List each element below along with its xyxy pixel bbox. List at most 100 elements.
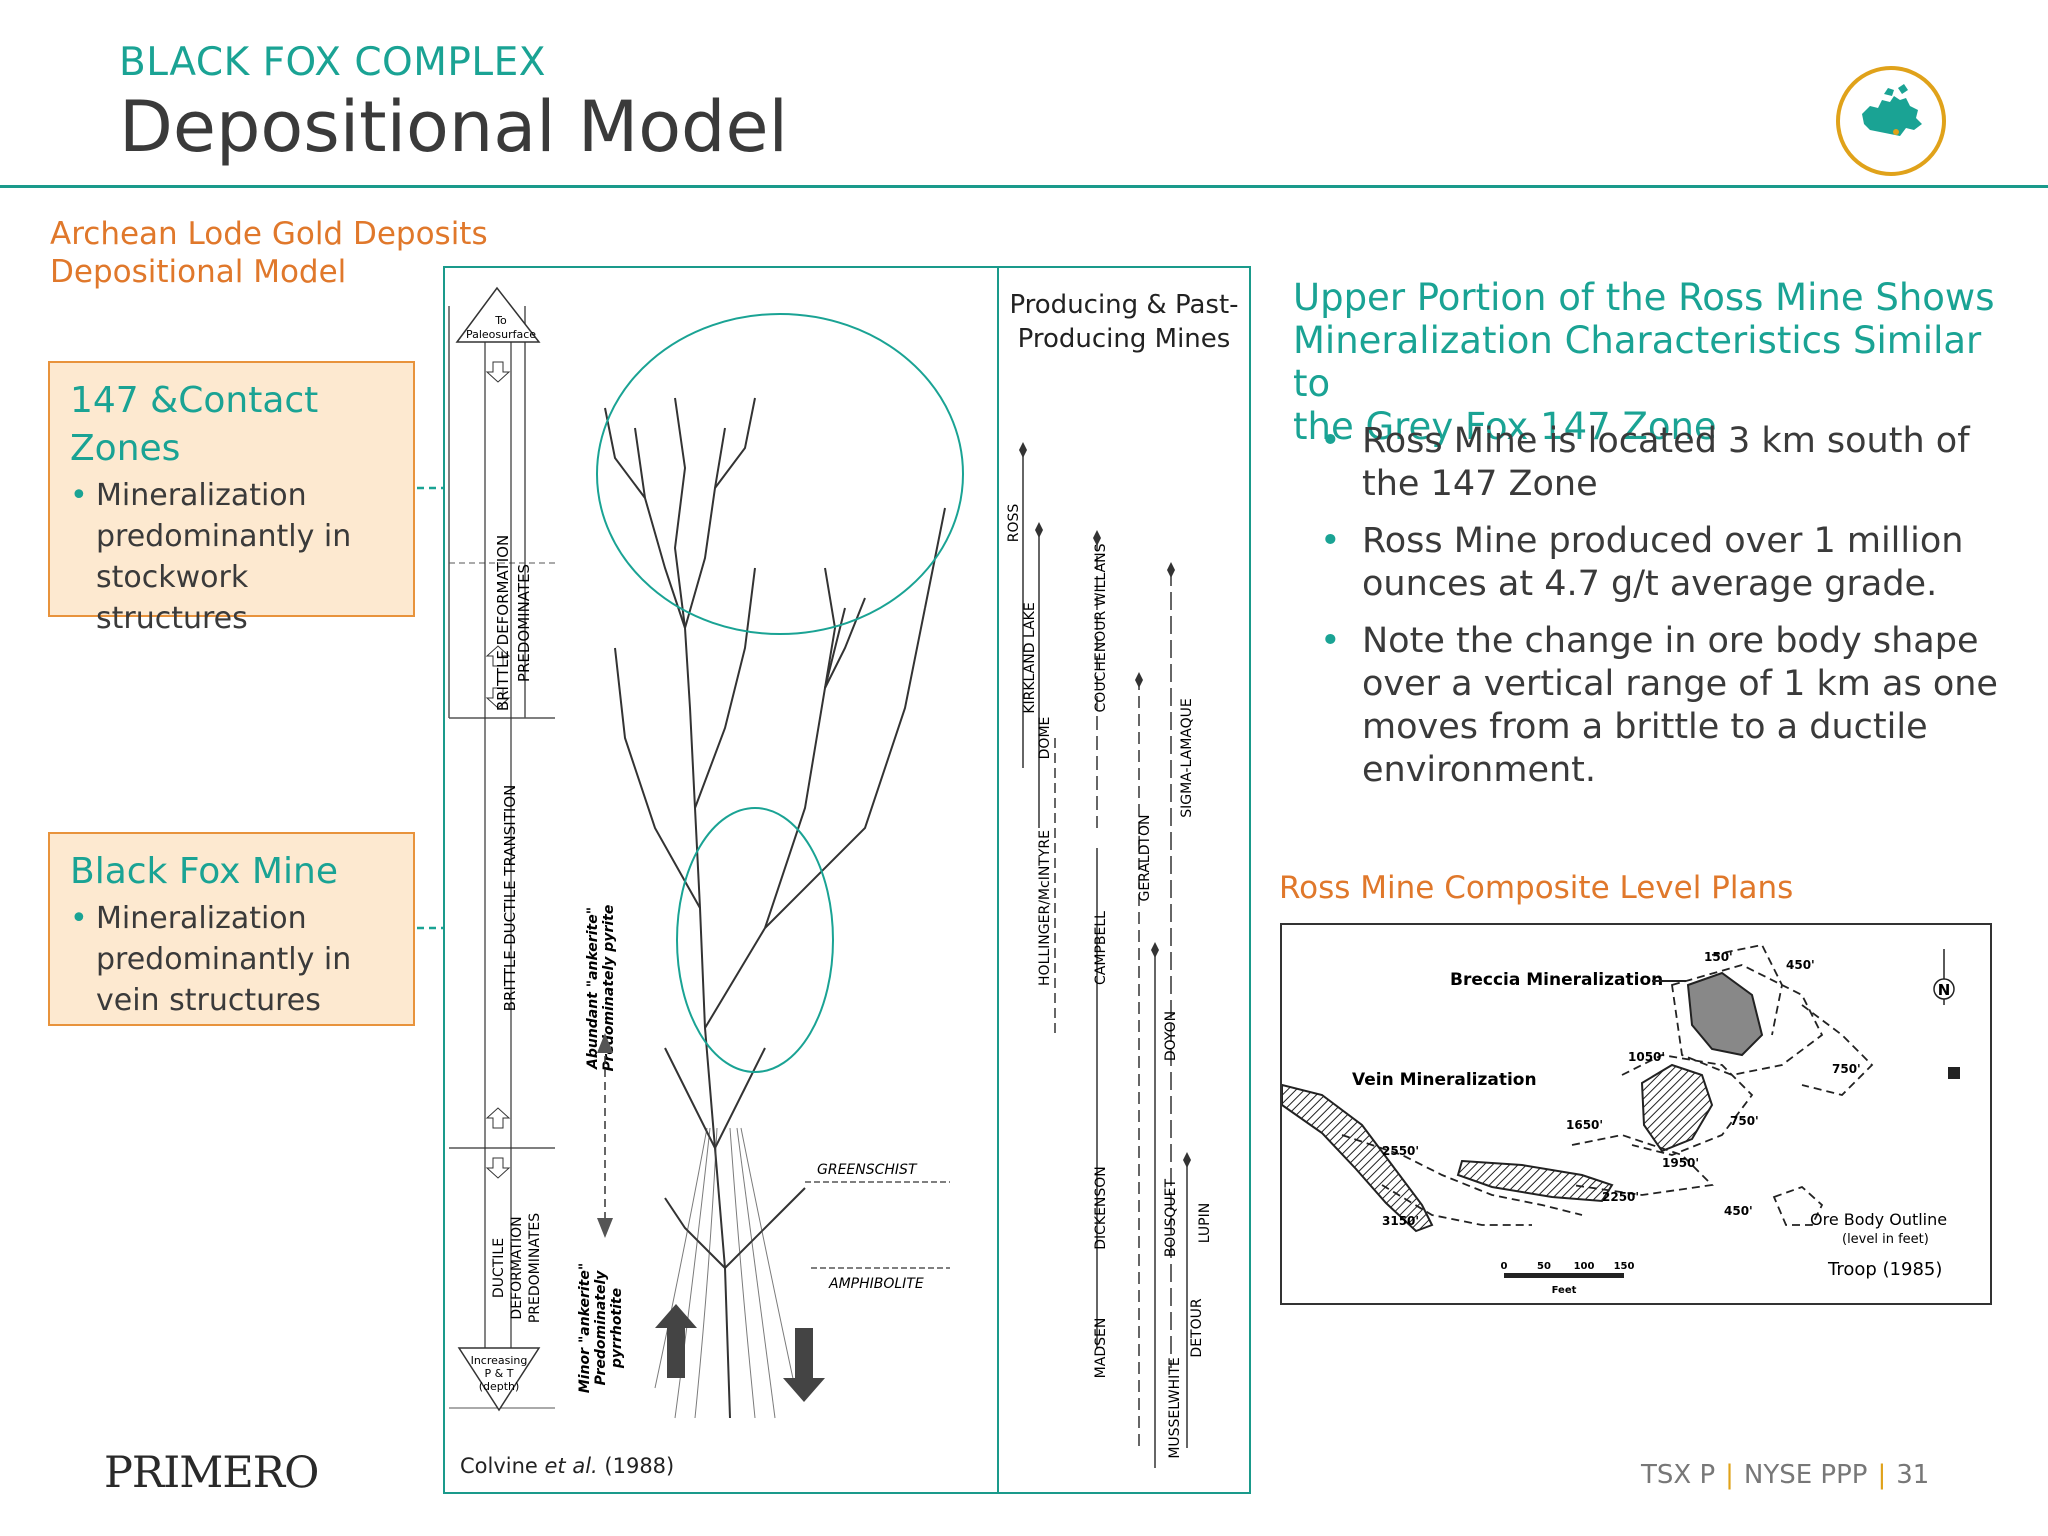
amphibolite-label: AMPHIBOLITE	[828, 1276, 924, 1292]
credit-suffix: (1988)	[597, 1454, 675, 1478]
bottom-arrow-label: Increasing	[471, 1354, 528, 1367]
ankerite-lower-label: pyrrhotite	[609, 1288, 625, 1369]
mines-title-line: Producing Mines	[1017, 324, 1231, 354]
mine-label: MUSSELWHITE	[1167, 1357, 1183, 1458]
ore-outline-label: Ore Body Outline	[1810, 1210, 1947, 1229]
bullet-line: Note the change in ore body shape	[1362, 621, 1979, 661]
callout-147-zones: 147 &Contact Zones Mineralization predom…	[48, 361, 415, 636]
left-heading-line: Depositional Model	[50, 254, 347, 290]
level-label: 750'	[1832, 1062, 1861, 1076]
zone-brittle-label: PREDOMINATES	[515, 564, 533, 682]
level-label: 450'	[1786, 958, 1815, 972]
mine-label: HOLLINGER/McINTYRE	[1037, 830, 1053, 986]
map-heading: Ross Mine Composite Level Plans	[1279, 870, 1794, 906]
canada-map-icon	[1836, 66, 1946, 176]
zone-brittle-label: BRITTLE DEFORMATION	[494, 535, 512, 711]
level-label: 1050'	[1628, 1050, 1665, 1064]
ross-mine-bullets: Ross Mine is located 3 km south of the 1…	[1320, 420, 2020, 806]
zone-ductile-label: DUCTILE	[491, 1238, 507, 1298]
bottom-arrow-label: P & T	[485, 1367, 514, 1380]
breccia-label: Breccia Mineralization	[1450, 970, 1663, 990]
level-label: 2250'	[1602, 1190, 1639, 1204]
ankerite-upper-label: Predominately pyrite	[601, 905, 617, 1072]
level-label: 750'	[1730, 1114, 1759, 1128]
nyse-ticker: NYSE PPP	[1743, 1460, 1868, 1490]
mine-label: CAMPBELL	[1093, 911, 1109, 985]
depositional-model-figure	[443, 266, 999, 1494]
header-divider	[0, 185, 2048, 188]
mines-panel	[997, 266, 1251, 1494]
ross-mine-level-plans	[1280, 923, 1992, 1305]
callout-bullet-line: Mineralization	[96, 478, 307, 513]
page-number: 31	[1896, 1460, 1930, 1490]
bullet-line: Ross Mine produced over 1 million	[1362, 521, 1964, 561]
scale-unit: Feet	[1552, 1285, 1577, 1296]
right-heading-line: Upper Portion of the Ross Mine Shows	[1293, 276, 1995, 319]
ankerite-upper-label: Abundant "ankerite"	[585, 907, 601, 1070]
figure-credit: Colvine et al. (1988)	[460, 1454, 674, 1478]
mines-depth-ranges: ROSS KIRKLAND LAKE DOME HOLLINGER/McINTY…	[1006, 442, 1213, 1468]
primero-logo: PRIMERO	[104, 1448, 319, 1498]
credit-italic: et al.	[544, 1454, 598, 1478]
ankerite-lower-label: Minor "ankerite"	[577, 1263, 593, 1393]
level-label: 150'	[1704, 950, 1733, 964]
callout-black-fox-mine: Black Fox Mine Mineralization predominan…	[48, 832, 415, 1026]
top-arrow-label: Paleosurface	[466, 328, 536, 341]
top-arrow-label: To	[494, 314, 507, 327]
mines-title-line: Producing & Past-	[1009, 290, 1239, 320]
mine-label: DETOUR	[1189, 1298, 1205, 1357]
bullet-line: over a vertical range of 1 km as one	[1362, 664, 1998, 704]
bullet-item: Ross Mine produced over 1 million ounces…	[1320, 520, 2020, 606]
mine-label: GERALDTON	[1137, 814, 1153, 901]
bullet-line: the 147 Zone	[1362, 464, 1598, 504]
callout-bullet: Mineralization predominantly in stockwor…	[70, 475, 395, 639]
mine-label: DOME	[1037, 717, 1053, 760]
section-kicker: BLACK FOX COMPLEX	[119, 40, 547, 85]
greenschist-label: GREENSCHIST	[817, 1162, 918, 1178]
level-label: 1950'	[1662, 1156, 1699, 1170]
left-heading-line: Archean Lode Gold Deposits	[50, 216, 488, 252]
vein-label: Vein Mineralization	[1352, 1070, 1537, 1090]
scale-tick: 100	[1574, 1261, 1595, 1272]
mine-label: ROSS	[1006, 504, 1022, 543]
page-title: Depositional Model	[119, 86, 788, 168]
scale-tick: 150	[1614, 1261, 1635, 1272]
zone-ductile-label: DEFORMATION	[509, 1216, 525, 1319]
zone-ductile-label: PREDOMINATES	[527, 1213, 543, 1323]
level-plans-drawing: N Breccia Mineralization Vein Mineraliza…	[1282, 943, 1960, 1296]
zone-transition-label: BRITTLE-DUCTILE TRANSITION	[501, 785, 519, 1012]
vein-tree-sketch	[604, 397, 946, 1419]
mine-label: DOYON	[1163, 1011, 1179, 1061]
ankerite-lower-label: Predominately	[593, 1270, 609, 1386]
bullet-item: Note the change in ore body shape over a…	[1320, 620, 2020, 792]
scale-tick: 50	[1537, 1261, 1551, 1272]
mine-label: MADSEN	[1093, 1318, 1109, 1379]
bullet-line: ounces at 4.7 g/t average grade.	[1362, 564, 1938, 604]
callout-bullet-line: stockwork structures	[96, 560, 249, 636]
left-heading: Archean Lode Gold Deposits Depositional …	[50, 215, 488, 291]
callout-title: 147 &Contact	[70, 380, 319, 421]
callout-bullet-line: predominantly in	[96, 942, 352, 977]
bullet-item: Ross Mine is located 3 km south of the 1…	[1320, 420, 2020, 506]
mine-label: BOUSQUET	[1163, 1178, 1179, 1257]
credit-prefix: Colvine	[460, 1454, 545, 1478]
level-label: 3150'	[1382, 1214, 1419, 1228]
north-icon: N	[1938, 981, 1951, 999]
level-label: 1650'	[1566, 1118, 1603, 1132]
right-heading: Upper Portion of the Ross Mine Shows Min…	[1293, 276, 2013, 448]
map-credit: Troop (1985)	[1827, 1259, 1942, 1280]
mine-label: SIGMA-LAMAQUE	[1179, 698, 1195, 818]
mines-title: Producing & Past- Producing Mines	[999, 288, 1249, 356]
level-label: 450'	[1724, 1204, 1753, 1218]
mine-label: DICKENSON	[1093, 1166, 1109, 1250]
mine-label: LUPIN	[1197, 1203, 1213, 1243]
bullet-line: moves from a brittle to a ductile	[1362, 707, 1928, 747]
scale-tick: 0	[1501, 1261, 1508, 1272]
level-label: 2550'	[1382, 1144, 1419, 1158]
callout-bullet-line: Mineralization	[96, 901, 307, 936]
depositional-model-drawing: To Paleosurface BRITTLE DEFORMATION PRED…	[448, 286, 964, 1419]
callout-title: Black Fox Mine	[70, 851, 338, 892]
right-heading-line: Mineralization Characteristics Similar t…	[1293, 319, 1982, 405]
tsx-ticker: TSX P	[1641, 1460, 1716, 1490]
callout-bullet: Mineralization predominantly in vein str…	[70, 898, 395, 1021]
